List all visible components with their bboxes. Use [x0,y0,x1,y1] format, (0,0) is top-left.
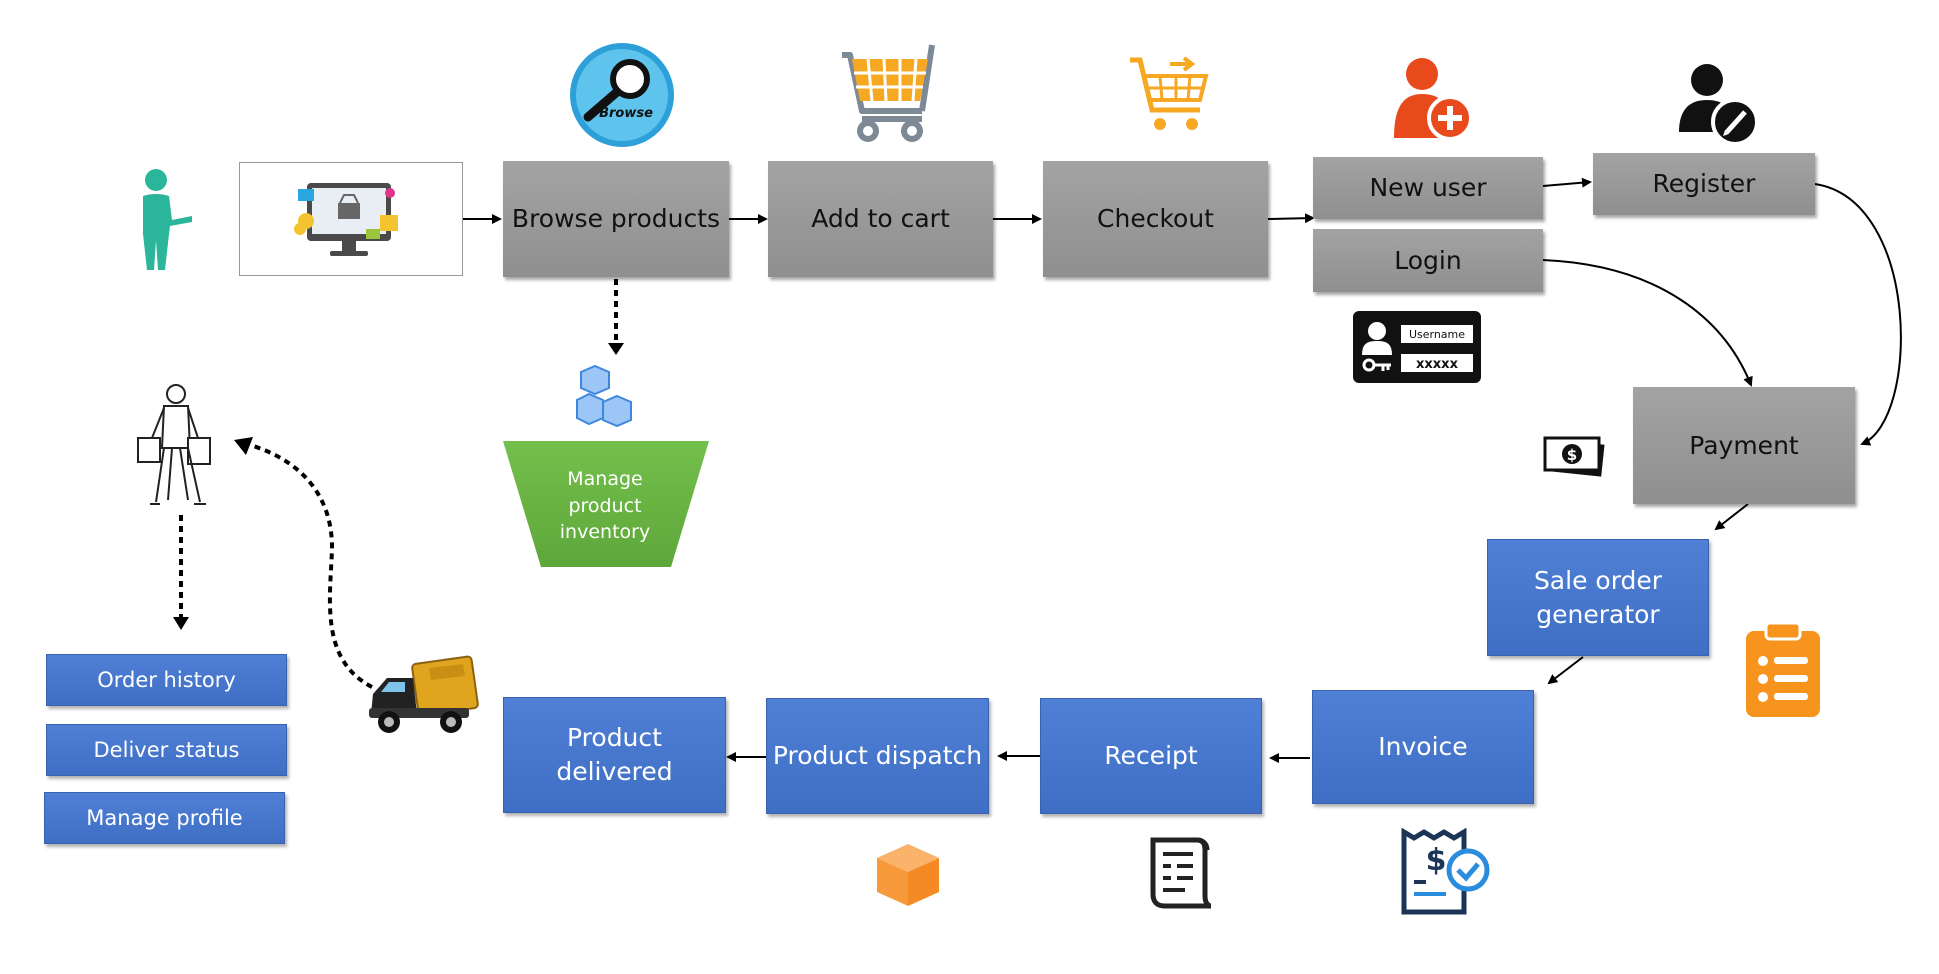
sale-order-generator-step: Sale order generator [1487,539,1709,656]
new-user-step: New user [1313,157,1543,219]
username-label: Username [1409,328,1465,341]
credentials-card-icon: Username xxxxx [1353,311,1481,383]
browse-badge-label: Browse [599,106,653,121]
invoice-icon: $ [1401,828,1490,915]
arrow-payment-saleorder [1714,503,1749,531]
product-delivered-step: Product delivered [503,697,726,813]
arrow-checkout-newuser [1267,213,1315,224]
person-icon [143,169,192,270]
clipboard-icon [1746,623,1820,717]
manage-profile-item: Manage profile [44,792,285,844]
browse-magnifier-icon: Browse [570,43,674,147]
cash-icon: $ [1543,436,1605,477]
inventory-label: Manage product inventory [559,468,651,544]
package-icon [877,844,939,906]
payment-step: Payment [1633,387,1855,504]
arrow-newuser-register [1542,177,1592,188]
online-shop-icon [294,183,398,256]
online-shop-box [239,162,463,276]
deliver-status-item: Deliver status [46,724,287,776]
dashed-arrow-truck-shopper [249,443,373,689]
add-to-cart-step: Add to cart [768,161,993,277]
add-user-icon [1394,58,1473,141]
dollar-sign: $ [1567,446,1577,464]
arrow-login-payment [1542,259,1753,387]
invoice-step: Invoice [1312,690,1534,804]
password-mask: xxxxx [1416,357,1459,372]
receipt-icon [1150,837,1212,909]
delivery-truck-icon [369,655,479,733]
invoice-dollar: $ [1426,843,1447,878]
arrow-register-payment [1814,183,1902,446]
product-dispatch-step: Product dispatch [766,698,989,814]
inventory-shape [503,441,709,567]
shopper-icon [137,384,211,505]
inventory-boxes-icon [576,364,632,428]
shopping-cart-icon [842,44,935,142]
checkout-step: Checkout [1043,161,1268,277]
edit-user-icon [1679,64,1759,146]
checkout-cart-icon [1130,56,1209,130]
register-step: Register [1593,153,1815,215]
login-step: Login [1313,229,1543,292]
receipt-step: Receipt [1040,698,1262,814]
browse-products-step: Browse products [503,161,729,277]
arrow-saleorder-invoice [1547,656,1584,685]
order-history-item: Order history [46,654,287,706]
